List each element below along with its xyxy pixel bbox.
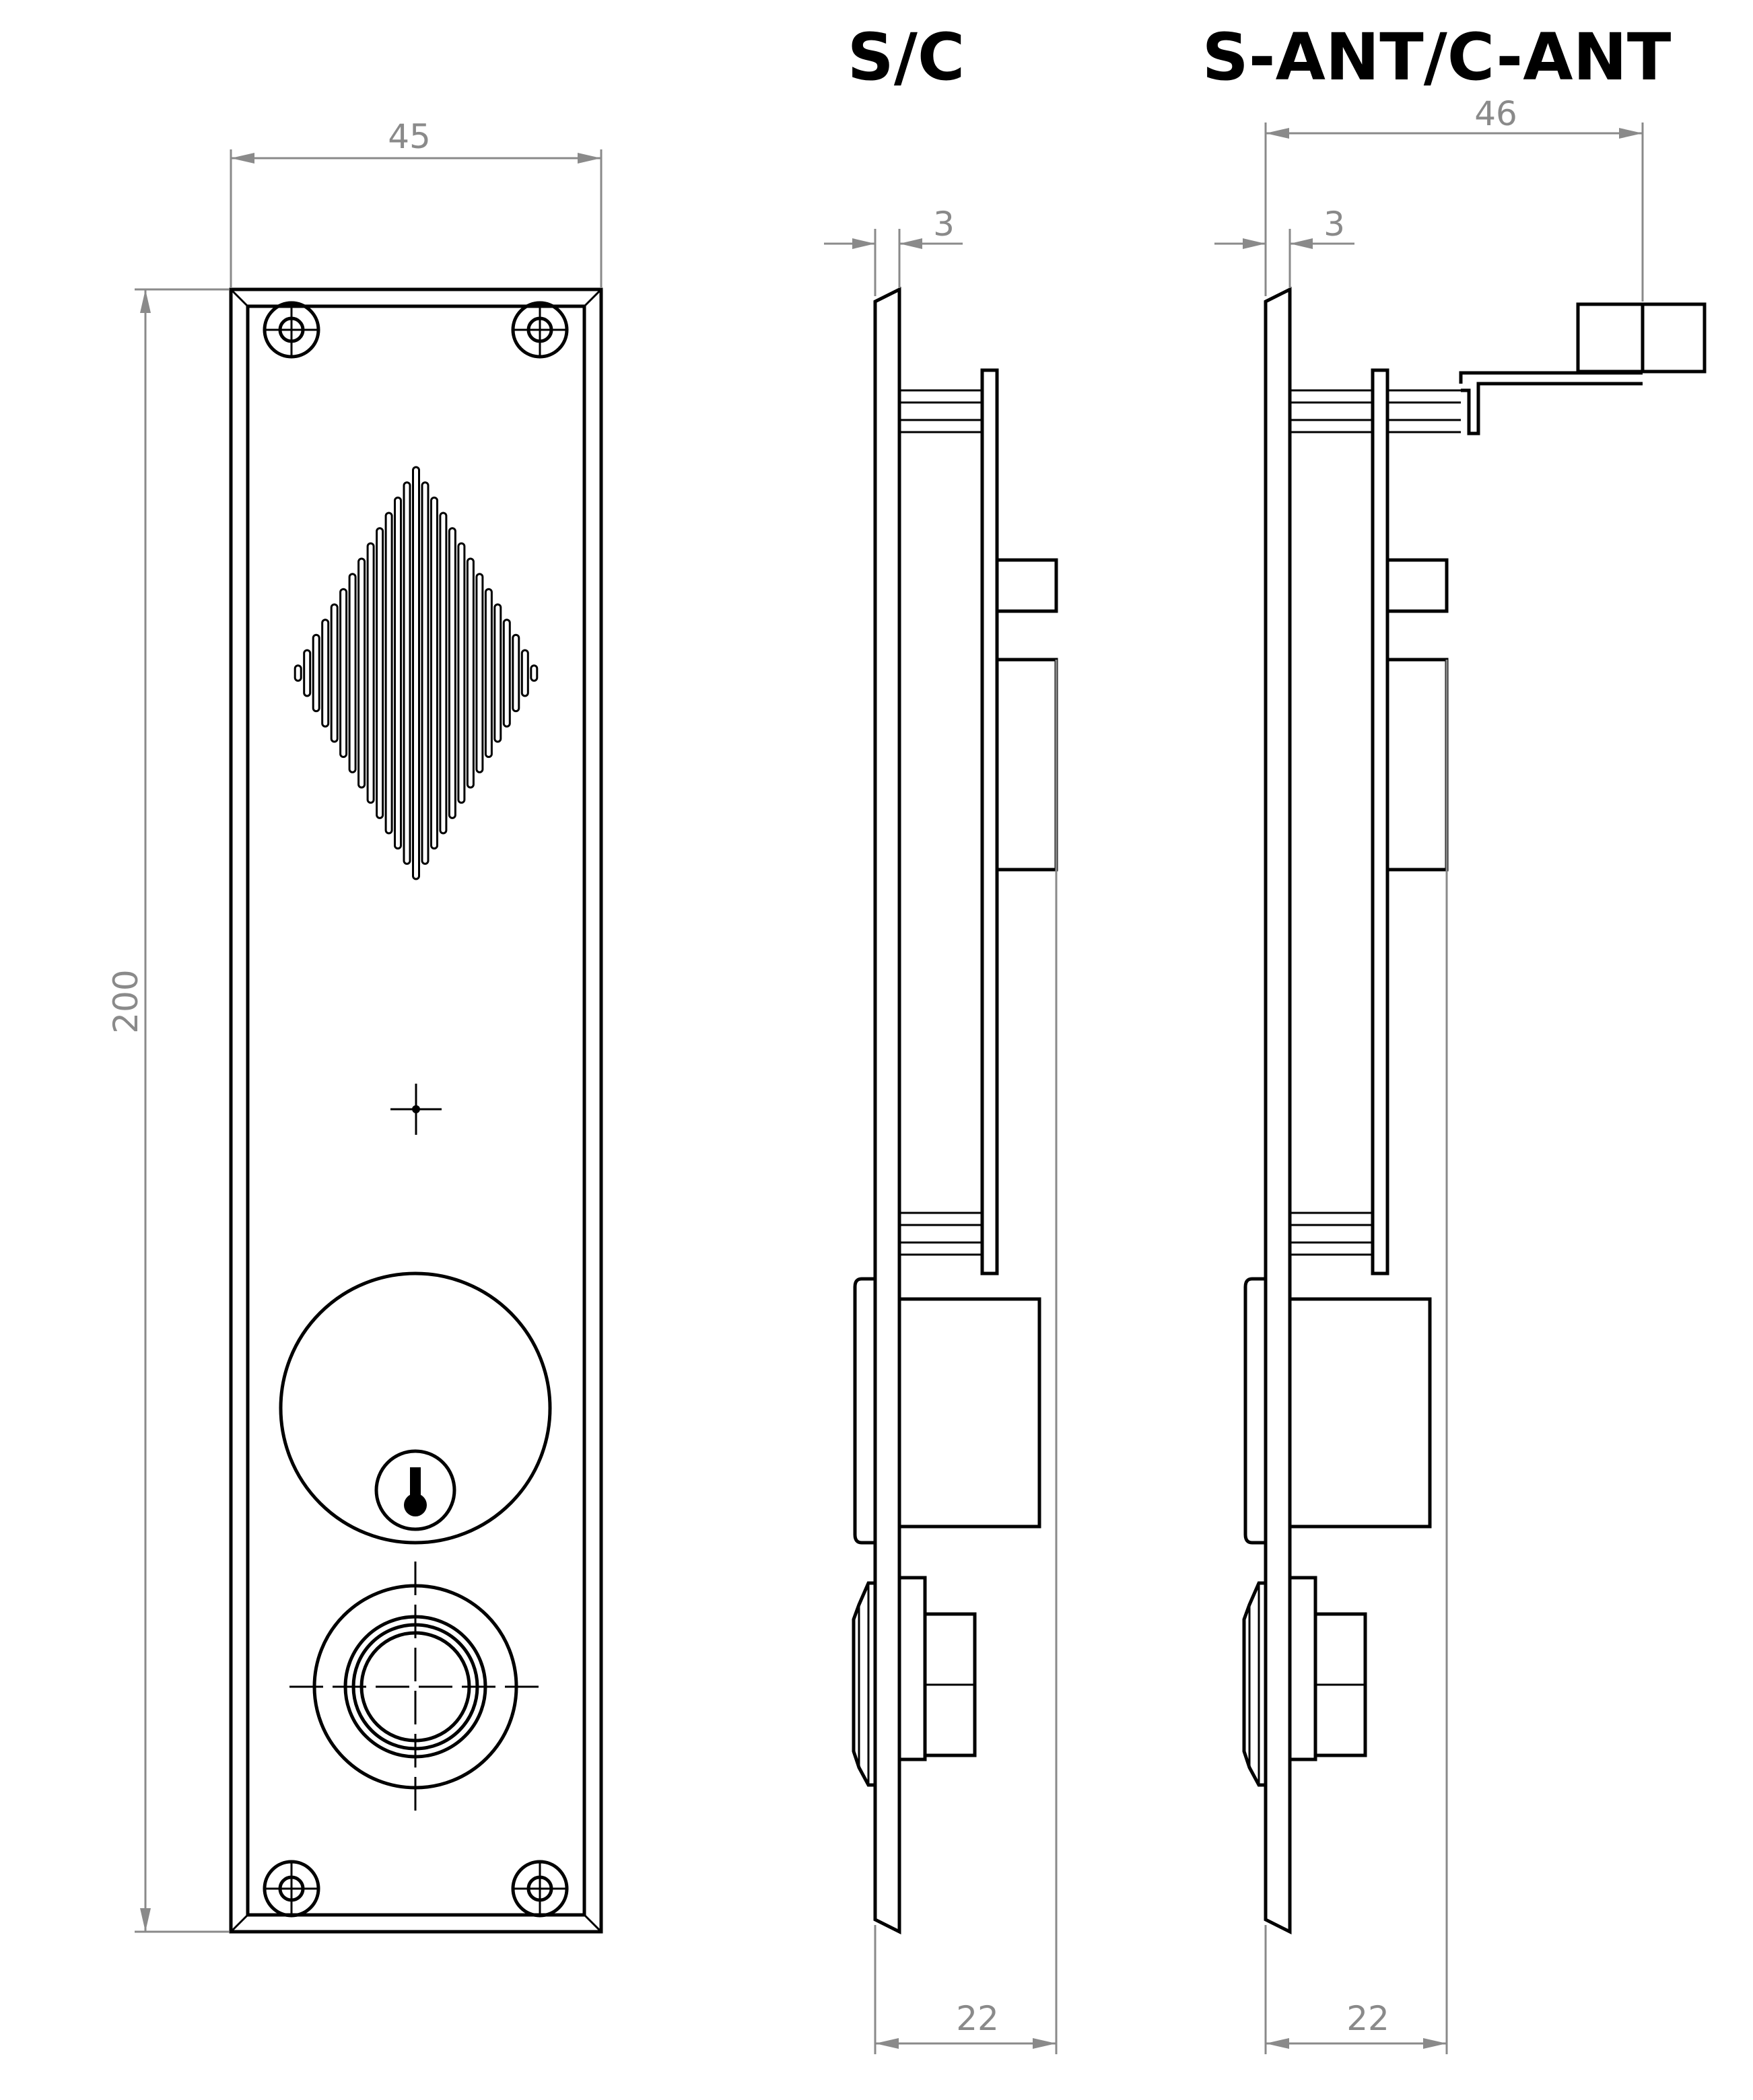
faceplate-inner: [246, 304, 586, 1917]
grille-slot: [339, 588, 348, 759]
screw-bottom-right: [511, 1860, 569, 1918]
side-view-s-c: S/C: [824, 20, 1058, 2054]
grille-slot: [376, 527, 384, 819]
grille-slot: [312, 633, 320, 713]
screw-bottom-left: [263, 1860, 320, 1918]
center-mark: [390, 1084, 442, 1135]
dimension-label-46: 46: [1474, 94, 1517, 133]
push-button: [289, 1562, 542, 1811]
grille-slot: [330, 603, 339, 743]
cylinder-flange: [1243, 1277, 1266, 1545]
cylinder-flange: [853, 1277, 875, 1545]
grille-slot: [303, 649, 312, 697]
dimension-antenna-width: 46: [1264, 94, 1644, 302]
grille-slot: [475, 573, 484, 773]
grille-slot: [403, 481, 411, 865]
side-view-s-ant-c-ant: S-ANT/C-ANT: [1202, 20, 1707, 2054]
grille-slot: [430, 496, 438, 850]
standoff-top: [1290, 389, 1373, 433]
grille-slot: [294, 664, 302, 682]
grille-slot: [357, 557, 366, 789]
faceplate-outer: [229, 287, 603, 1934]
cylinder-housing: [1288, 1297, 1432, 1529]
grille-slot: [457, 542, 466, 804]
grille-slot: [493, 603, 502, 743]
dimension-label-3-center: 3: [933, 205, 955, 244]
view-title-s-ant-c-ant: S-ANT/C-ANT: [1202, 20, 1672, 95]
dimension-label-22-right: 22: [1346, 1999, 1389, 2038]
grille-slot: [530, 664, 539, 682]
standoff-top: [899, 389, 982, 433]
grille-slot: [439, 512, 448, 835]
dimension-label-200: 200: [106, 969, 145, 1033]
keyhole-icon: [404, 1467, 427, 1516]
module-block: [995, 658, 1058, 872]
front-view: 45 200: [106, 117, 603, 1934]
view-title-s-c: S/C: [848, 20, 965, 95]
standoff-bottom: [899, 1212, 982, 1256]
grille-slot: [520, 649, 529, 697]
grille-slot: [412, 466, 420, 880]
dimension-right-thickness: 3: [1214, 205, 1354, 288]
connector: [995, 558, 1058, 613]
dimension-center-depth: 22: [874, 660, 1058, 2054]
grille-slot: [484, 588, 493, 759]
module-block: [1385, 658, 1449, 872]
faceplate-bevel-corners: [230, 288, 603, 1933]
grille-slot: [384, 512, 393, 835]
dimension-label-22-center: 22: [956, 1999, 999, 2038]
grille-slot: [512, 633, 520, 713]
grille-slot: [394, 496, 402, 850]
cylinder-housing: [897, 1297, 1041, 1529]
screw-top-right: [511, 301, 569, 359]
dimension-front-height: 200: [106, 288, 229, 1933]
lock-cylinder: [279, 1271, 552, 1545]
dimension-right-depth: 22: [1264, 660, 1448, 2054]
button-assembly: [1242, 1576, 1367, 1787]
grille-slot: [321, 619, 330, 728]
standoff-bottom: [1290, 1212, 1373, 1256]
grille-slot: [502, 619, 511, 728]
plate-profile: [1264, 286, 1292, 1935]
dimension-label-3-right: 3: [1324, 205, 1345, 244]
grille-slot: [421, 481, 429, 865]
dimension-front-width: 45: [230, 117, 603, 288]
antenna: [1387, 302, 1707, 435]
screw-top-left: [263, 301, 320, 359]
button-assembly: [852, 1576, 977, 1787]
dimension-label-45: 45: [388, 117, 431, 156]
speaker-grille: [294, 466, 539, 880]
grille-slot: [366, 542, 375, 804]
plate-profile: [873, 286, 901, 1935]
pcb-board: [1371, 368, 1389, 1275]
grille-slot: [466, 557, 475, 789]
pcb-board: [980, 368, 999, 1275]
grille-slot: [448, 527, 456, 819]
grille-slot: [348, 573, 357, 773]
dimension-center-thickness: 3: [824, 205, 963, 296]
connector: [1385, 558, 1449, 613]
